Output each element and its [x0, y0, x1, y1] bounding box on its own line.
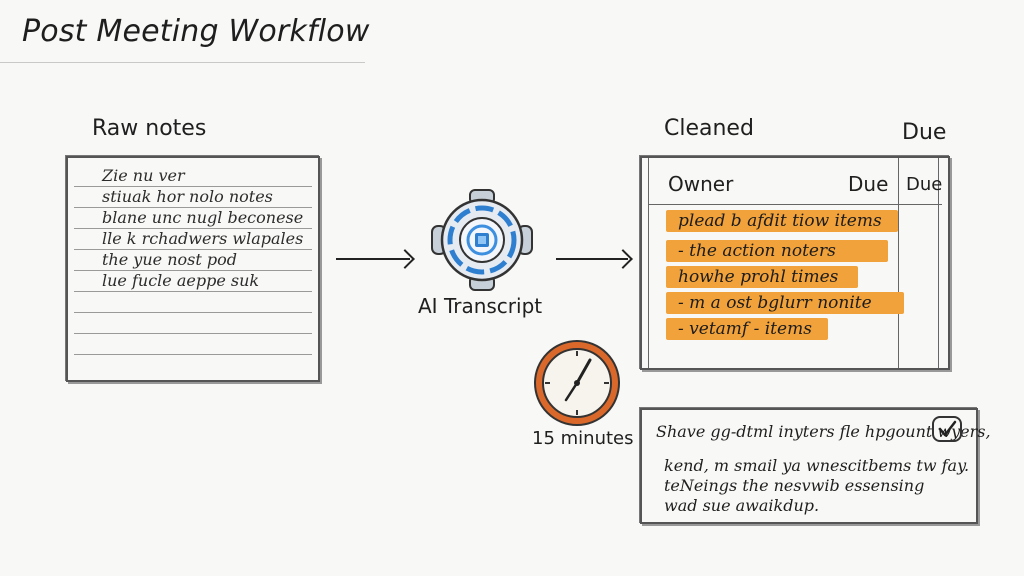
column-header-due-2: Due	[906, 174, 943, 195]
table-grid-line	[938, 158, 939, 368]
arrow-ai-to-cleaned	[556, 258, 628, 260]
raw-notes-lines: Zie nu ver stiuak hor nolo notes blane u…	[74, 166, 312, 355]
cleaned-table: Owner Due Due plead b afdit tiow items -…	[640, 156, 950, 370]
raw-note-line	[74, 292, 312, 313]
cleaned-label: Cleaned	[664, 116, 754, 141]
action-item-row: howhe prohl times	[666, 266, 858, 288]
title-divider	[0, 62, 365, 63]
ai-transcript-label: AI Transcript	[418, 294, 543, 318]
raw-notes-label: Raw notes	[92, 116, 207, 141]
raw-note-line: the yue nost pod	[74, 250, 312, 271]
raw-note-line: blane unc nugl beconese	[74, 208, 312, 229]
raw-note-line: lue fucle aeppe suk	[74, 271, 312, 292]
email-line: wad sue awaikdup.	[664, 496, 820, 515]
clock-duration-label: 15 minutes	[532, 428, 634, 449]
column-header-due: Due	[848, 172, 889, 196]
summary-email-box: Shave gg-dtml inyters fle hpgount wyers,…	[640, 408, 991, 524]
arrow-raw-to-ai	[336, 258, 410, 260]
column-header-owner: Owner	[668, 172, 734, 196]
table-header-rule	[648, 204, 942, 205]
ai-device-icon	[430, 188, 534, 292]
check-icon	[932, 416, 962, 442]
table-grid-line	[898, 158, 899, 368]
table-grid-line	[648, 158, 649, 368]
action-item-row: plead b afdit tiow items	[666, 210, 898, 232]
email-line: Shave gg-dtml inyters fle hpgount wyers,	[656, 422, 991, 441]
raw-note-line	[74, 334, 312, 355]
raw-notes-box: Zie nu ver stiuak hor nolo notes blane u…	[66, 156, 320, 382]
clock-icon	[532, 338, 622, 428]
email-line: teNeings the nesvwib essensing	[664, 476, 925, 495]
action-item-row: - vetamf - items	[666, 318, 828, 340]
raw-note-line	[74, 313, 312, 334]
page-title: Post Meeting Workflow	[22, 14, 370, 49]
action-item-row: - the action noters	[666, 240, 888, 262]
raw-note-line: stiuak hor nolo notes	[74, 187, 312, 208]
email-line: kend, m smail ya wnescitbems tw fay.	[664, 456, 970, 475]
action-item-row: - m a ost bglurr nonite	[666, 292, 904, 314]
raw-note-line: Zie nu ver	[74, 166, 312, 187]
cleaned-due-label: Due	[902, 120, 947, 145]
raw-note-line: lle k rchadwers wlapales	[74, 229, 312, 250]
